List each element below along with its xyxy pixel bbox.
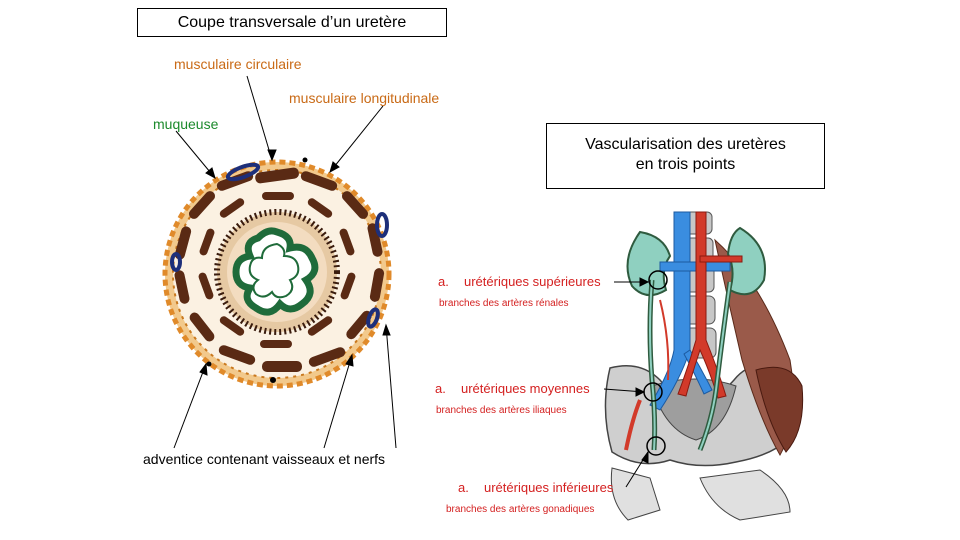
inf-marker: a. [458,480,469,495]
moy-name-label: urétériques moyennes [461,381,590,396]
sup-name-label: urétériques supérieures [464,274,601,289]
moy-marker: a. [435,381,446,396]
cross-section-leader-lines [173,75,397,449]
sup-marker: a. [438,274,449,289]
moy-branch-label: branches des artères iliaques [436,405,567,416]
muqueuse-label: muqueuse [153,116,219,132]
cross-section-title: Coupe transversale d’un uretère [177,14,407,31]
cross-section-title-box: Coupe transversale d’un uretère [137,8,447,37]
inf-name-label: urétériques inférieures [484,480,614,495]
adventice-label: adventice contenant vaisseaux et nerfs [143,451,386,467]
ureter-cross-section [162,157,392,389]
vascular-title-line1: Vascularisation des uretères [585,136,786,153]
vascular-title-box: Vascularisation des uretères en trois po… [546,123,825,189]
vascular-leader-lines [603,277,650,488]
ureter-vascular-drawing [604,211,804,521]
inf-branch-label: branches des artères gonadiques [446,504,595,515]
musculaire-circulaire-label: musculaire circulaire [174,56,302,72]
vascular-title-line2: en trois points [635,156,736,173]
musculaire-longitudinale-label: musculaire longitudinale [289,90,440,106]
sup-branch-label: branches des artères rénales [439,298,569,309]
